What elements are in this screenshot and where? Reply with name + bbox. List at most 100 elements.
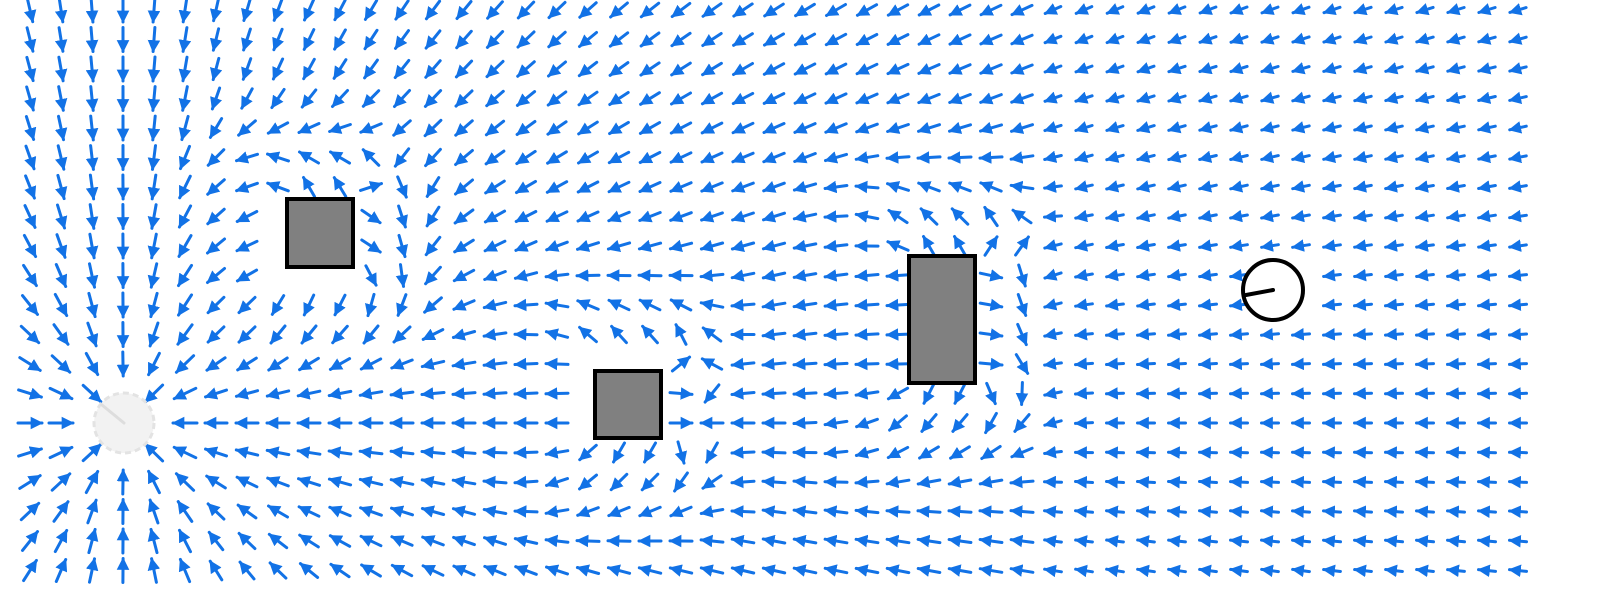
vector-arrow: [576, 210, 600, 223]
vector-arrow: [178, 174, 192, 200]
vector-arrow: [948, 92, 972, 105]
vector-arrow: [482, 475, 508, 489]
vector-arrow: [578, 443, 598, 462]
vector-arrow: [1353, 564, 1373, 578]
vector-arrow: [1477, 268, 1497, 282]
vector-arrow: [333, 28, 347, 51]
vector-arrow: [761, 328, 787, 341]
vector-arrow: [669, 210, 693, 223]
vector-arrow: [363, 58, 379, 80]
vector-arrow: [762, 62, 786, 76]
vector-arrow: [1446, 475, 1466, 489]
vector-arrow: [172, 445, 198, 460]
obstacle-block-3: [907, 254, 977, 385]
vector-arrow: [544, 269, 570, 282]
vector-arrow: [670, 355, 692, 373]
vector-arrow: [730, 298, 756, 312]
vector-arrow: [147, 85, 161, 112]
vector-arrow: [1198, 327, 1218, 341]
vector-arrow: [1043, 535, 1063, 548]
vector-arrow: [703, 383, 721, 404]
vector-arrow: [950, 207, 970, 226]
vector-arrow: [794, 2, 816, 18]
vector-arrow: [640, 472, 660, 492]
vector-arrow: [761, 269, 787, 282]
vector-arrow: [1291, 150, 1311, 164]
vector-arrow: [1384, 239, 1404, 252]
vector-arrow: [792, 298, 818, 312]
vector-arrow: [668, 239, 694, 252]
vector-arrow: [1229, 121, 1249, 134]
vector-arrow: [673, 471, 689, 493]
vector-arrow: [205, 474, 227, 490]
vector-arrow: [486, 0, 504, 20]
vector-arrow: [205, 356, 227, 372]
vector-arrow: [454, 119, 474, 137]
vector-arrow: [545, 239, 569, 252]
vector-arrow: [979, 92, 1003, 105]
vector-arrow: [333, 0, 347, 22]
vector-arrow: [730, 357, 756, 371]
vector-arrow: [1415, 62, 1435, 75]
vector-arrow: [886, 3, 910, 17]
vector-arrow: [1105, 62, 1125, 74]
vector-arrow: [1353, 268, 1373, 282]
vector-arrow: [328, 121, 352, 134]
vector-arrow: [1260, 327, 1280, 341]
vector-arrow: [1477, 534, 1497, 548]
vector-arrow: [1415, 564, 1435, 578]
vector-arrow: [978, 298, 1004, 312]
vector-arrow: [1105, 475, 1125, 489]
vector-arrow: [761, 505, 787, 518]
vector-arrow: [1043, 386, 1063, 400]
vector-arrow: [48, 386, 74, 401]
vector-arrow: [22, 558, 38, 583]
vector-arrow: [608, 120, 630, 136]
vector-arrow: [1260, 62, 1280, 75]
vector-arrow: [824, 32, 848, 47]
vector-arrow: [147, 203, 161, 230]
vector-arrow: [947, 534, 973, 548]
vector-arrow: [610, 324, 628, 345]
vector-arrow: [1291, 357, 1311, 371]
vector-arrow: [454, 178, 474, 196]
vector-arrow: [823, 328, 849, 341]
vector-arrow: [54, 85, 68, 112]
vector-arrow: [669, 505, 693, 518]
vector-arrow: [576, 239, 600, 252]
vector-arrow: [147, 144, 161, 171]
vector-arrow: [1229, 32, 1249, 45]
vector-arrow: [52, 323, 70, 346]
vector-arrow: [1043, 268, 1063, 281]
vector-arrow: [1446, 62, 1466, 75]
vector-arrow: [1009, 505, 1035, 518]
vector-arrow: [674, 323, 688, 346]
vector-arrow: [452, 268, 476, 283]
vector-arrow: [792, 475, 818, 489]
vector-arrow: [420, 387, 446, 400]
vector-arrow: [918, 445, 940, 460]
vector-arrow: [329, 150, 351, 165]
vector-arrow: [424, 265, 442, 286]
vector-arrow: [1415, 3, 1435, 16]
vector-arrow: [1291, 32, 1311, 45]
vector-arrow: [1477, 209, 1497, 223]
vector-arrow: [607, 180, 631, 194]
vector-arrow: [147, 321, 160, 348]
vector-arrow: [1074, 3, 1094, 15]
vector-arrow: [855, 62, 879, 76]
vector-arrow: [54, 114, 68, 142]
vector-arrow: [1229, 564, 1249, 578]
vector-arrow: [266, 151, 290, 164]
vector-arrow: [978, 475, 1004, 489]
vector-arrow: [50, 472, 72, 492]
vector-arrow: [389, 446, 415, 459]
vector-arrow: [608, 61, 630, 77]
vector-arrow: [1415, 268, 1435, 282]
vector-arrow: [455, 0, 473, 20]
vector-arrow: [825, 3, 847, 17]
vector-arrow: [359, 534, 383, 548]
vector-arrow: [978, 505, 1004, 518]
vector-arrow: [854, 387, 880, 400]
vector-arrow: [1074, 62, 1094, 74]
